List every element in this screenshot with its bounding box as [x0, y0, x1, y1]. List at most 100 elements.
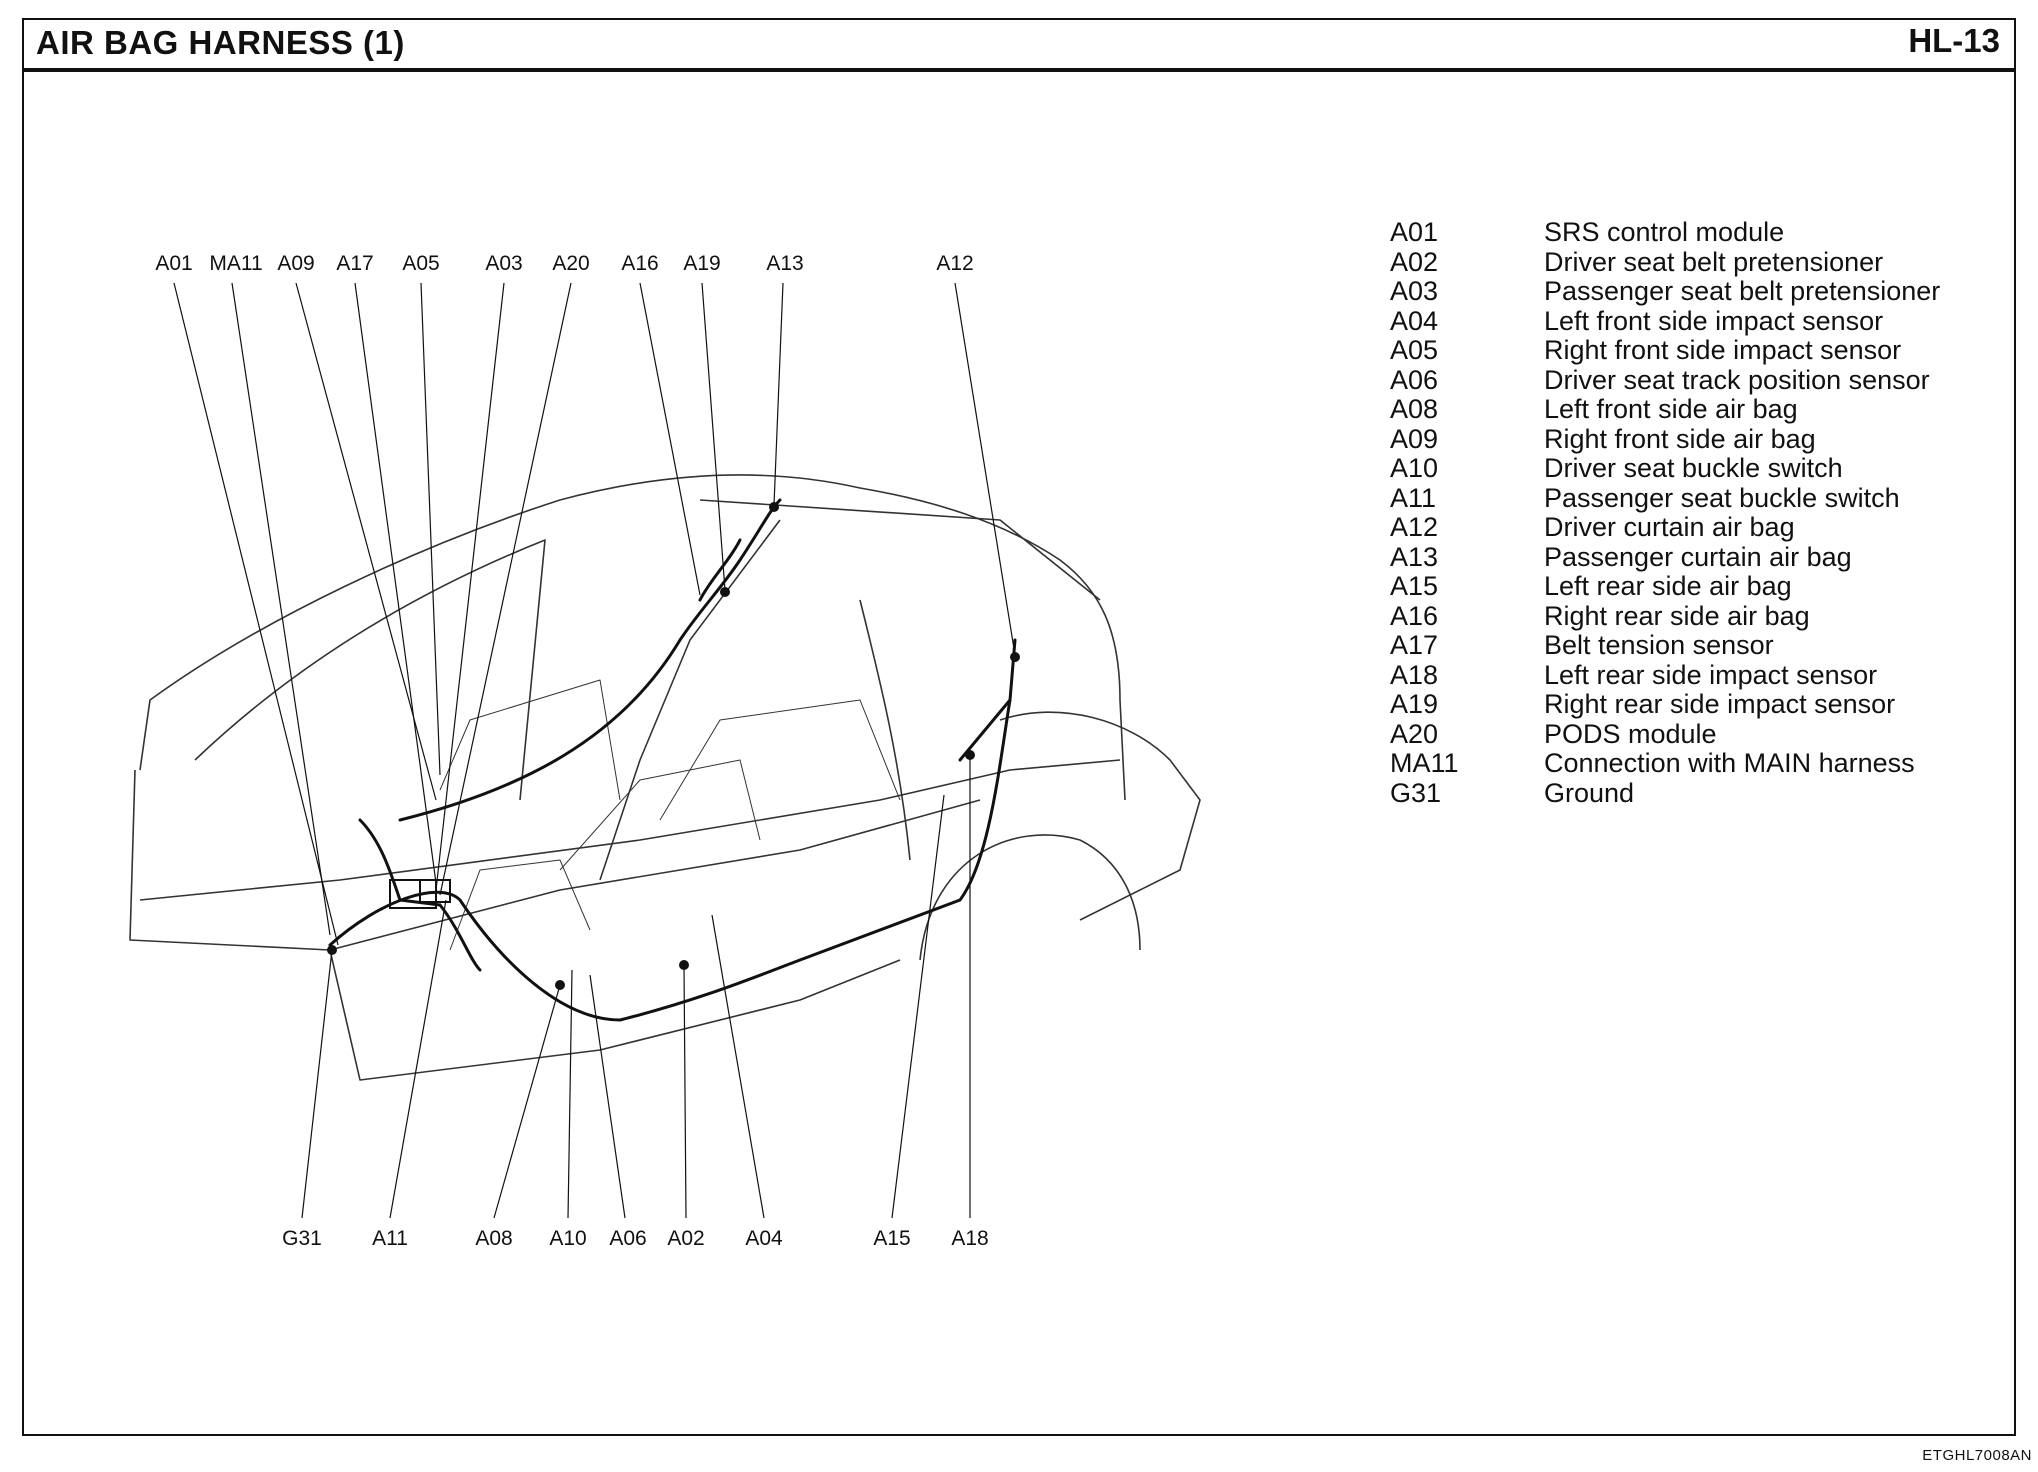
- legend-description: Connection with MAIN harness: [1544, 748, 1915, 778]
- connector-a13: [769, 502, 779, 512]
- callout-a01: A01: [155, 252, 192, 275]
- callout-a18: A18: [951, 1227, 988, 1250]
- legend-description: Left rear side air bag: [1544, 571, 1792, 601]
- leader-a05: [420, 282, 441, 776]
- legend-row: A19 Right rear side impact sensor: [1390, 689, 1940, 720]
- leader-a20: [439, 282, 572, 896]
- connector-a02: [679, 960, 689, 970]
- legend-code: A05: [1390, 335, 1439, 365]
- callout-a08: A08: [475, 1227, 512, 1250]
- leader-a08: [493, 984, 561, 1219]
- seat-rail: [449, 859, 591, 951]
- legend-row: A06 Driver seat track position sensor: [1390, 364, 1940, 396]
- legend-row: A03 Passenger seat belt pretensioner: [1390, 276, 1941, 307]
- leader-a04: [711, 914, 765, 1219]
- leader-a06: [589, 974, 626, 1219]
- legend-row: A11 Passenger seat buckle switch: [1390, 482, 1940, 514]
- callout-a15: A15: [873, 1227, 910, 1250]
- legend-row: A04 Left front side impact sensor: [1390, 305, 1940, 337]
- legend-row: A12 Driver curtain air bag: [1390, 512, 1940, 543]
- legend-code: A04: [1390, 305, 1439, 336]
- leader-a17: [354, 282, 437, 884]
- legend-code: A19: [1390, 689, 1439, 719]
- b-pillar: [599, 519, 781, 881]
- leader-lines: [173, 282, 1016, 1219]
- legend-description: Right front side impact sensor: [1544, 335, 1902, 365]
- connector-a19: [720, 587, 730, 597]
- legend-description: Right front side air bag: [1544, 423, 1816, 454]
- legend-row: A15 Left rear side air bag: [1390, 571, 1940, 602]
- legend-row: A01 SRS control module: [1390, 217, 1940, 248]
- callout-a11: A11: [372, 1227, 408, 1250]
- title-bar: AIR BAG HARNESS (1) HL-13: [22, 18, 2016, 72]
- page-title: AIR BAG HARNESS (1): [36, 24, 405, 61]
- rear-shelf: [699, 499, 1101, 601]
- rear-wheel-arch: [919, 834, 1141, 961]
- bottom-callouts: G31 A11 A08 A10 A06 A02 A04 A15 A18: [282, 1227, 989, 1250]
- door-opening: [439, 679, 621, 801]
- legend-code: A03: [1390, 276, 1439, 306]
- legend-description: Driver seat buckle switch: [1544, 453, 1843, 483]
- leader-a12: [954, 282, 1016, 656]
- leader-a03: [435, 282, 505, 891]
- harness-front-branch: [358, 818, 442, 907]
- legend-description: Driver seat track position sensor: [1544, 364, 1930, 395]
- leader-a15: [891, 794, 945, 1219]
- legend-description: SRS control module: [1544, 217, 1785, 247]
- legend-description: Driver seat belt pretensioner: [1544, 246, 1884, 277]
- callout-ma11: MA11: [209, 252, 262, 275]
- legend-description: Right rear side air bag: [1544, 600, 1810, 631]
- legend-code: MA11: [1390, 748, 1459, 778]
- connector-g31: [327, 945, 337, 955]
- callout-a16: A16: [621, 252, 658, 275]
- legend-code: A20: [1390, 718, 1439, 749]
- legend-code: A15: [1390, 571, 1439, 601]
- legend-description: Passenger seat buckle switch: [1544, 482, 1900, 513]
- legend-code: A17: [1390, 630, 1439, 660]
- legend-code: G31: [1390, 777, 1442, 808]
- legend-description: Left rear side impact sensor: [1544, 659, 1878, 690]
- callout-a09: A09: [277, 252, 314, 275]
- legend-code: A11: [1390, 482, 1437, 513]
- callout-a19: A19: [683, 252, 720, 275]
- callout-a04: A04: [745, 1227, 783, 1250]
- leader-a02: [683, 964, 687, 1219]
- leader-ma11: [231, 282, 331, 936]
- rocker-sill: [139, 759, 1121, 901]
- legend-description: Left front side impact sensor: [1544, 305, 1884, 336]
- legend-description: Ground: [1544, 777, 1635, 808]
- legend-code: A13: [1390, 541, 1439, 572]
- callout-a12: A12: [936, 252, 973, 275]
- legend-row: MA11 Connection with MAIN harness: [1390, 748, 1940, 779]
- roof-outline: [139, 474, 1126, 801]
- connectors: [327, 502, 1020, 990]
- legend-description: Passenger seat belt pretensioner: [1544, 276, 1941, 306]
- legend-code: A01: [1390, 217, 1439, 247]
- legend-row: G31 Ground: [1390, 777, 1940, 809]
- legend-description: Left front side air bag: [1544, 394, 1798, 424]
- legend-description: PODS module: [1544, 718, 1717, 749]
- legend-code: A10: [1390, 453, 1439, 483]
- legend-code: A06: [1390, 364, 1439, 395]
- callout-a03: A03: [485, 252, 522, 275]
- legend-description: Right rear side impact sensor: [1544, 689, 1896, 719]
- srs-control-module-body: [389, 879, 437, 909]
- legend-row: A16 Right rear side air bag: [1390, 600, 1940, 632]
- callout-a20: A20: [552, 252, 589, 275]
- legend-code: A12: [1390, 512, 1439, 542]
- windshield-frame: [194, 539, 546, 801]
- legend-description: Belt tension sensor: [1544, 630, 1774, 660]
- legend-description: Driver curtain air bag: [1544, 512, 1795, 542]
- callout-a17: A17: [336, 252, 373, 275]
- callout-g31: G31: [282, 1227, 322, 1250]
- leader-a10: [567, 969, 573, 1219]
- leader-a19: [701, 282, 726, 591]
- legend-code: A16: [1390, 600, 1439, 631]
- connector-a08: [555, 980, 565, 990]
- callout-a06: A06: [609, 1227, 646, 1250]
